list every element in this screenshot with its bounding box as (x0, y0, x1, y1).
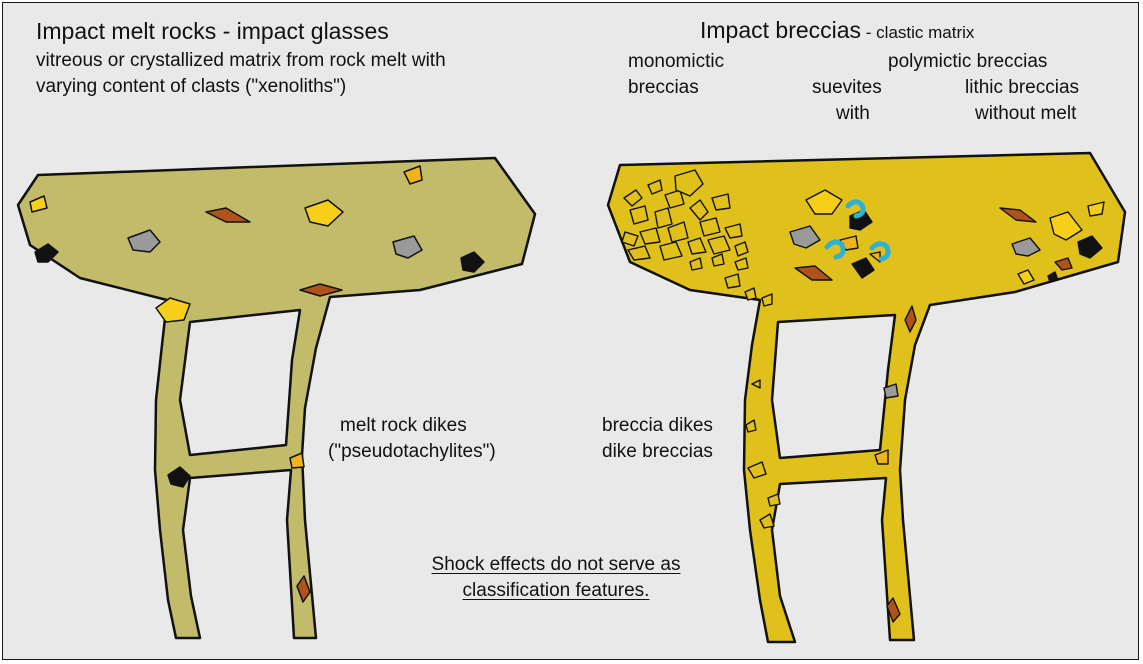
monomictic-label-line1: monomictic (628, 52, 724, 71)
breccias-title-sub: - clastic matrix (861, 23, 974, 42)
breccia-cavities (772, 315, 895, 458)
melt-dike-label-line1: melt rock dikes (340, 416, 467, 435)
lithic-label-line1: lithic breccias (965, 78, 1079, 97)
monomictic-label-line2: breccias (628, 78, 699, 97)
breccia-dike-label-line1: breccia dikes (602, 416, 713, 435)
suevites-label-line1: suevites (812, 78, 882, 97)
polymictic-label: polymictic breccias (888, 52, 1047, 71)
breccias-title: Impact breccias - clastic matrix (700, 19, 974, 42)
breccia-dike-label-line2: dike breccias (602, 442, 713, 461)
note-line2: classification features. (463, 581, 650, 600)
lithic-label-line2: without melt (975, 104, 1076, 123)
melt-dike-label-line2: ("pseudotachylites") (328, 442, 496, 461)
melt-rocks-title: Impact melt rocks - impact glasses (36, 20, 389, 43)
suevites-label-line2: with (836, 104, 870, 123)
note-line1: Shock effects do not serve as (432, 555, 681, 574)
melt-rocks-description-line2: varying content of clasts ("xenoliths") (36, 77, 346, 96)
breccias-title-main: Impact breccias (700, 17, 861, 43)
melt-rocks-description-line1: vitreous or crystallized matrix from roc… (36, 51, 446, 70)
